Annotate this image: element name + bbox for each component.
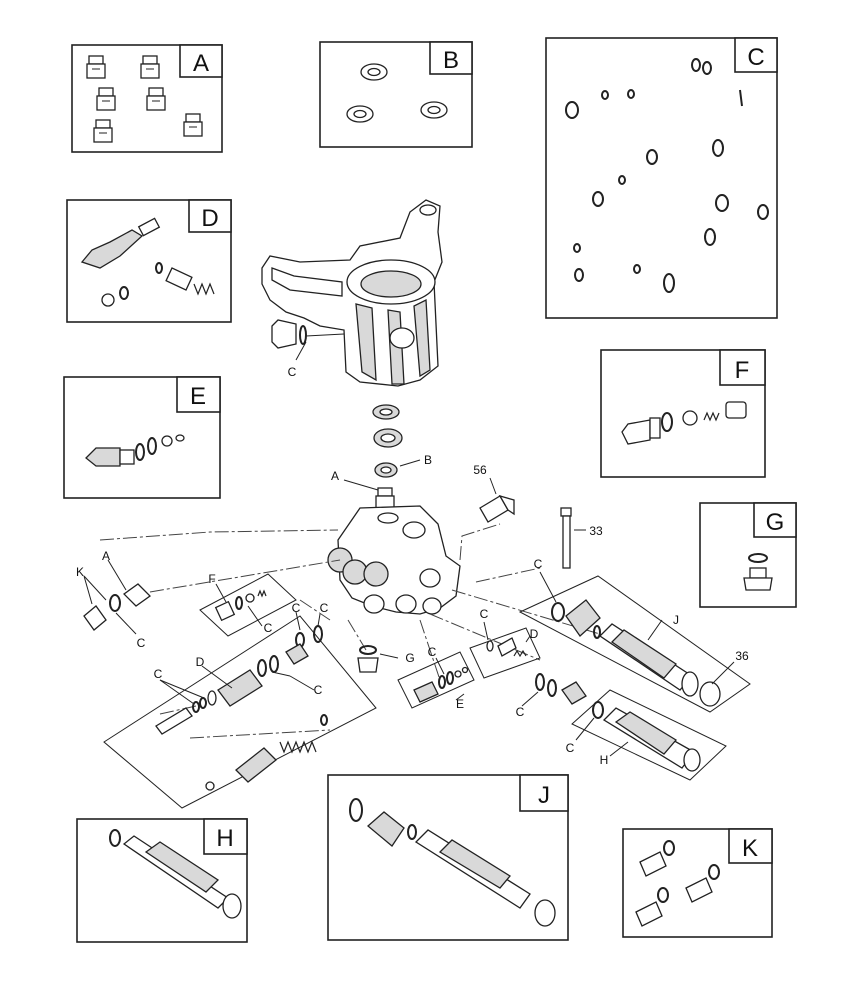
piston-seal-stack (372, 404, 421, 478)
callout-j: J (673, 613, 679, 627)
callout-left-c2: C (154, 667, 163, 681)
seal-icon (346, 63, 448, 123)
callout-left-c: C (137, 636, 146, 650)
kit-label-k: K (742, 835, 758, 862)
kit-label-a: A (193, 50, 209, 77)
kit-box-b: B (319, 41, 473, 148)
kit-box-d: D (66, 199, 232, 323)
drain-plug-icon (743, 553, 773, 591)
e-subassembly (397, 651, 475, 709)
kit-box-e: E (63, 376, 221, 499)
valve-icon (86, 55, 203, 143)
callout-e: E (456, 697, 464, 711)
crankcase-housing (261, 199, 443, 387)
callout-j-c: C (534, 557, 543, 571)
kit-box-c: C (545, 37, 778, 319)
inlet-rings (521, 673, 587, 707)
fitting-icon (635, 840, 720, 927)
assembly-centerlines (99, 523, 621, 739)
callout-mid-c3: C (314, 683, 323, 697)
side-plug (271, 319, 345, 361)
kit-box-j: J (327, 774, 569, 941)
outlet-tube-icon (349, 798, 556, 927)
callout-unloader-d: D (530, 627, 539, 641)
kit-label-e: E (190, 383, 206, 410)
callout-h-c: C (566, 741, 575, 755)
callout-unloader-c: C (516, 705, 525, 719)
callout-g: G (405, 651, 414, 665)
nozzle-icon (85, 434, 185, 467)
elbow-fitting-56 (479, 477, 515, 523)
callout-56: 56 (473, 463, 487, 477)
f-subassembly (199, 573, 297, 637)
pump-manifold (327, 505, 461, 615)
callout-h: H (600, 753, 609, 767)
callout-right-c: C (480, 607, 489, 621)
kit-label-j: J (538, 782, 550, 809)
kit-box-k: K (622, 828, 773, 938)
kit-box-h: H (76, 818, 248, 943)
kit-box-g: G (699, 502, 797, 608)
left-valve-assembly (83, 559, 152, 635)
kit-label-g: G (766, 509, 785, 536)
callout-left-a: A (102, 549, 110, 563)
inlet-tube-icon (109, 829, 242, 919)
callout-mid-c2: C (320, 601, 329, 615)
callout-f: F (208, 572, 215, 586)
unloader-icon (80, 217, 215, 307)
callout-f-c: C (264, 621, 273, 635)
callout-mid-c1: C (292, 601, 301, 615)
kit-label-b: B (443, 47, 459, 74)
o-ring-icon (565, 58, 769, 293)
callout-seal-b: B (424, 453, 432, 467)
j-assembly (518, 571, 751, 713)
callout-e-c: C (428, 645, 437, 659)
top-valve (343, 479, 395, 509)
bolt-33 (560, 507, 586, 569)
callout-left-k: K (76, 565, 84, 579)
callout-36: 36 (735, 649, 749, 663)
unloader-assembly (103, 611, 377, 809)
kit-box-a: A (71, 44, 223, 153)
kit-label-c: C (747, 44, 764, 71)
kit-label-f: F (735, 357, 750, 384)
kit-box-f: F (600, 349, 766, 478)
h-assembly (571, 689, 727, 781)
callout-33: 33 (589, 524, 603, 538)
kit-label-h: H (216, 825, 233, 852)
callout-manifold-c: C (288, 365, 297, 379)
callout-d: D (196, 655, 205, 669)
unloader-d-small (469, 621, 541, 679)
g-drain-plug (357, 645, 399, 673)
kit-label-d: D (201, 205, 218, 232)
plug-icon (621, 401, 747, 445)
callout-valve-a: A (331, 469, 339, 483)
